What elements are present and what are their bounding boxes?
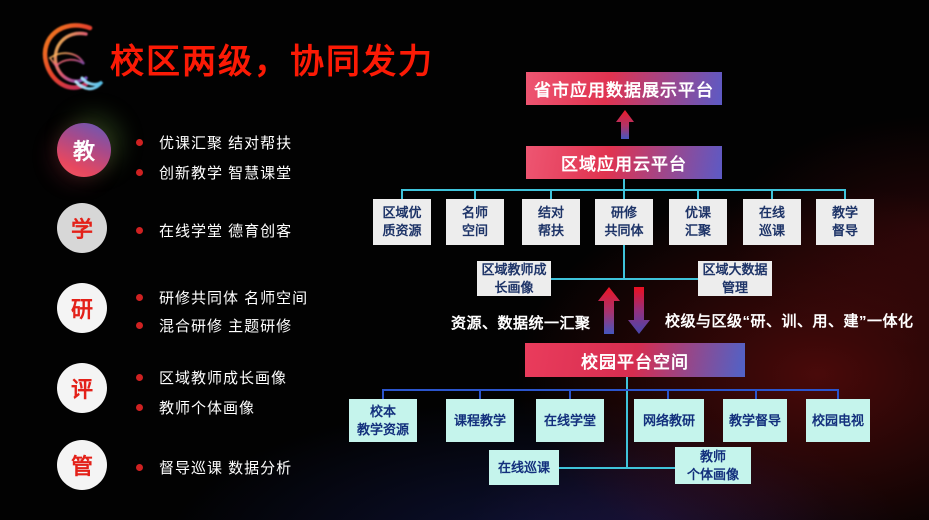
bullet-label: 创新教学 智慧课堂 (159, 165, 293, 182)
connector-line (626, 377, 628, 469)
bullet-dot-icon (136, 294, 143, 301)
bullet-label: 区域教师成长画像 (159, 370, 288, 387)
flow-up-arrow-icon (598, 287, 620, 334)
bullet-evaluate-1: 区域教师成长画像 (136, 367, 287, 388)
flow-right-label: 校级与区级“研、训、用、建”一体化 (665, 313, 914, 330)
connector-line (401, 189, 403, 200)
node-course-teaching: 课程教学 (446, 399, 514, 442)
badge-teach-label: 教 (72, 139, 95, 164)
badge-learn-label: 学 (70, 217, 93, 242)
bullet-label: 在线学堂 德育创客 (159, 223, 293, 240)
badge-manage-label: 管 (70, 454, 93, 479)
connector-line (550, 189, 552, 200)
connector-line (569, 389, 571, 400)
node-online-school: 在线学堂 (536, 399, 604, 442)
campus-platform-space-box: 校园平台空间 (525, 343, 745, 377)
region-cloud-platform-box: 区域应用云平台 (526, 146, 722, 179)
badge-teach: 教 (57, 123, 111, 177)
connector-line (623, 245, 625, 280)
bullet-manage-1: 督导巡课 数据分析 (136, 457, 292, 478)
bullet-learn-1: 在线学堂 德育创客 (136, 220, 292, 241)
badge-evaluate: 评 (57, 363, 107, 413)
bullet-label: 教师个体画像 (159, 400, 256, 417)
badge-research: 研 (57, 283, 107, 333)
connector-line (844, 189, 846, 200)
node-quality-course-pool: 优课 汇聚 (669, 199, 727, 245)
bullet-evaluate-2: 教师个体画像 (136, 397, 255, 418)
connector-line (697, 189, 699, 200)
badge-evaluate-label: 评 (70, 377, 93, 402)
node-teaching-supervision: 教学 督导 (816, 199, 874, 245)
connector-line (837, 389, 839, 400)
bullet-dot-icon (136, 169, 143, 176)
page-title: 校区两级，协同发力 (110, 43, 434, 81)
badge-learn: 学 (57, 203, 107, 253)
node-school-teaching-resources: 校本 教学资源 (349, 399, 417, 442)
bullet-dot-icon (136, 374, 143, 381)
bullet-research-2: 混合研修 主题研修 (136, 315, 292, 336)
node-network-teaching-research: 网络教研 (634, 399, 704, 442)
connector-line (667, 389, 669, 400)
flame-swirl-logo-icon (42, 23, 104, 91)
connector-line (550, 278, 698, 280)
up-arrow-icon (616, 110, 634, 139)
bullet-label: 研修共同体 名师空间 (159, 290, 309, 307)
connector-line (623, 189, 625, 200)
node-regional-teacher-growth-profile: 区域教师成 长画像 (477, 261, 551, 296)
connector-line (382, 389, 384, 400)
node-research-community: 研修 共同体 (595, 199, 653, 245)
connector-line (771, 189, 773, 200)
connector-line (479, 389, 481, 400)
bullet-dot-icon (136, 404, 143, 411)
connector-bus-bottom (383, 389, 838, 391)
bullet-dot-icon (136, 464, 143, 471)
bullet-dot-icon (136, 227, 143, 234)
flow-down-arrow-icon (628, 287, 650, 334)
bullet-dot-icon (136, 322, 143, 329)
badge-manage: 管 (57, 440, 107, 490)
connector-line (559, 467, 675, 469)
bullet-research-1: 研修共同体 名师空间 (136, 287, 308, 308)
node-regional-big-data-management: 区域大数据 管理 (698, 261, 772, 296)
bullet-label: 混合研修 主题研修 (159, 318, 293, 335)
connector-line (474, 189, 476, 200)
node-teacher-individual-profile: 教师 个体画像 (675, 447, 751, 484)
bullet-teach-2: 创新教学 智慧课堂 (136, 162, 292, 183)
flow-left-label: 资源、数据统一汇聚 (451, 315, 591, 332)
node-online-class-tour-campus: 在线巡课 (489, 450, 559, 485)
bullet-label: 督导巡课 数据分析 (159, 460, 293, 477)
node-regional-quality-resources: 区域优 质资源 (373, 199, 431, 245)
connector-line (623, 179, 625, 191)
node-pairing-assistance: 结对 帮扶 (522, 199, 580, 245)
connector-line (755, 389, 757, 400)
badge-research-label: 研 (70, 297, 93, 322)
province-platform-box: 省市应用数据展示平台 (526, 72, 722, 105)
node-famous-teacher-space: 名师 空间 (446, 199, 504, 245)
bullet-dot-icon (136, 139, 143, 146)
node-teaching-supervision-campus: 教学督导 (723, 399, 787, 442)
node-campus-tv: 校园电视 (806, 399, 870, 442)
node-online-class-tour: 在线 巡课 (743, 199, 801, 245)
bullet-teach-1: 优课汇聚 结对帮扶 (136, 132, 292, 153)
bullet-label: 优课汇聚 结对帮扶 (159, 135, 293, 152)
